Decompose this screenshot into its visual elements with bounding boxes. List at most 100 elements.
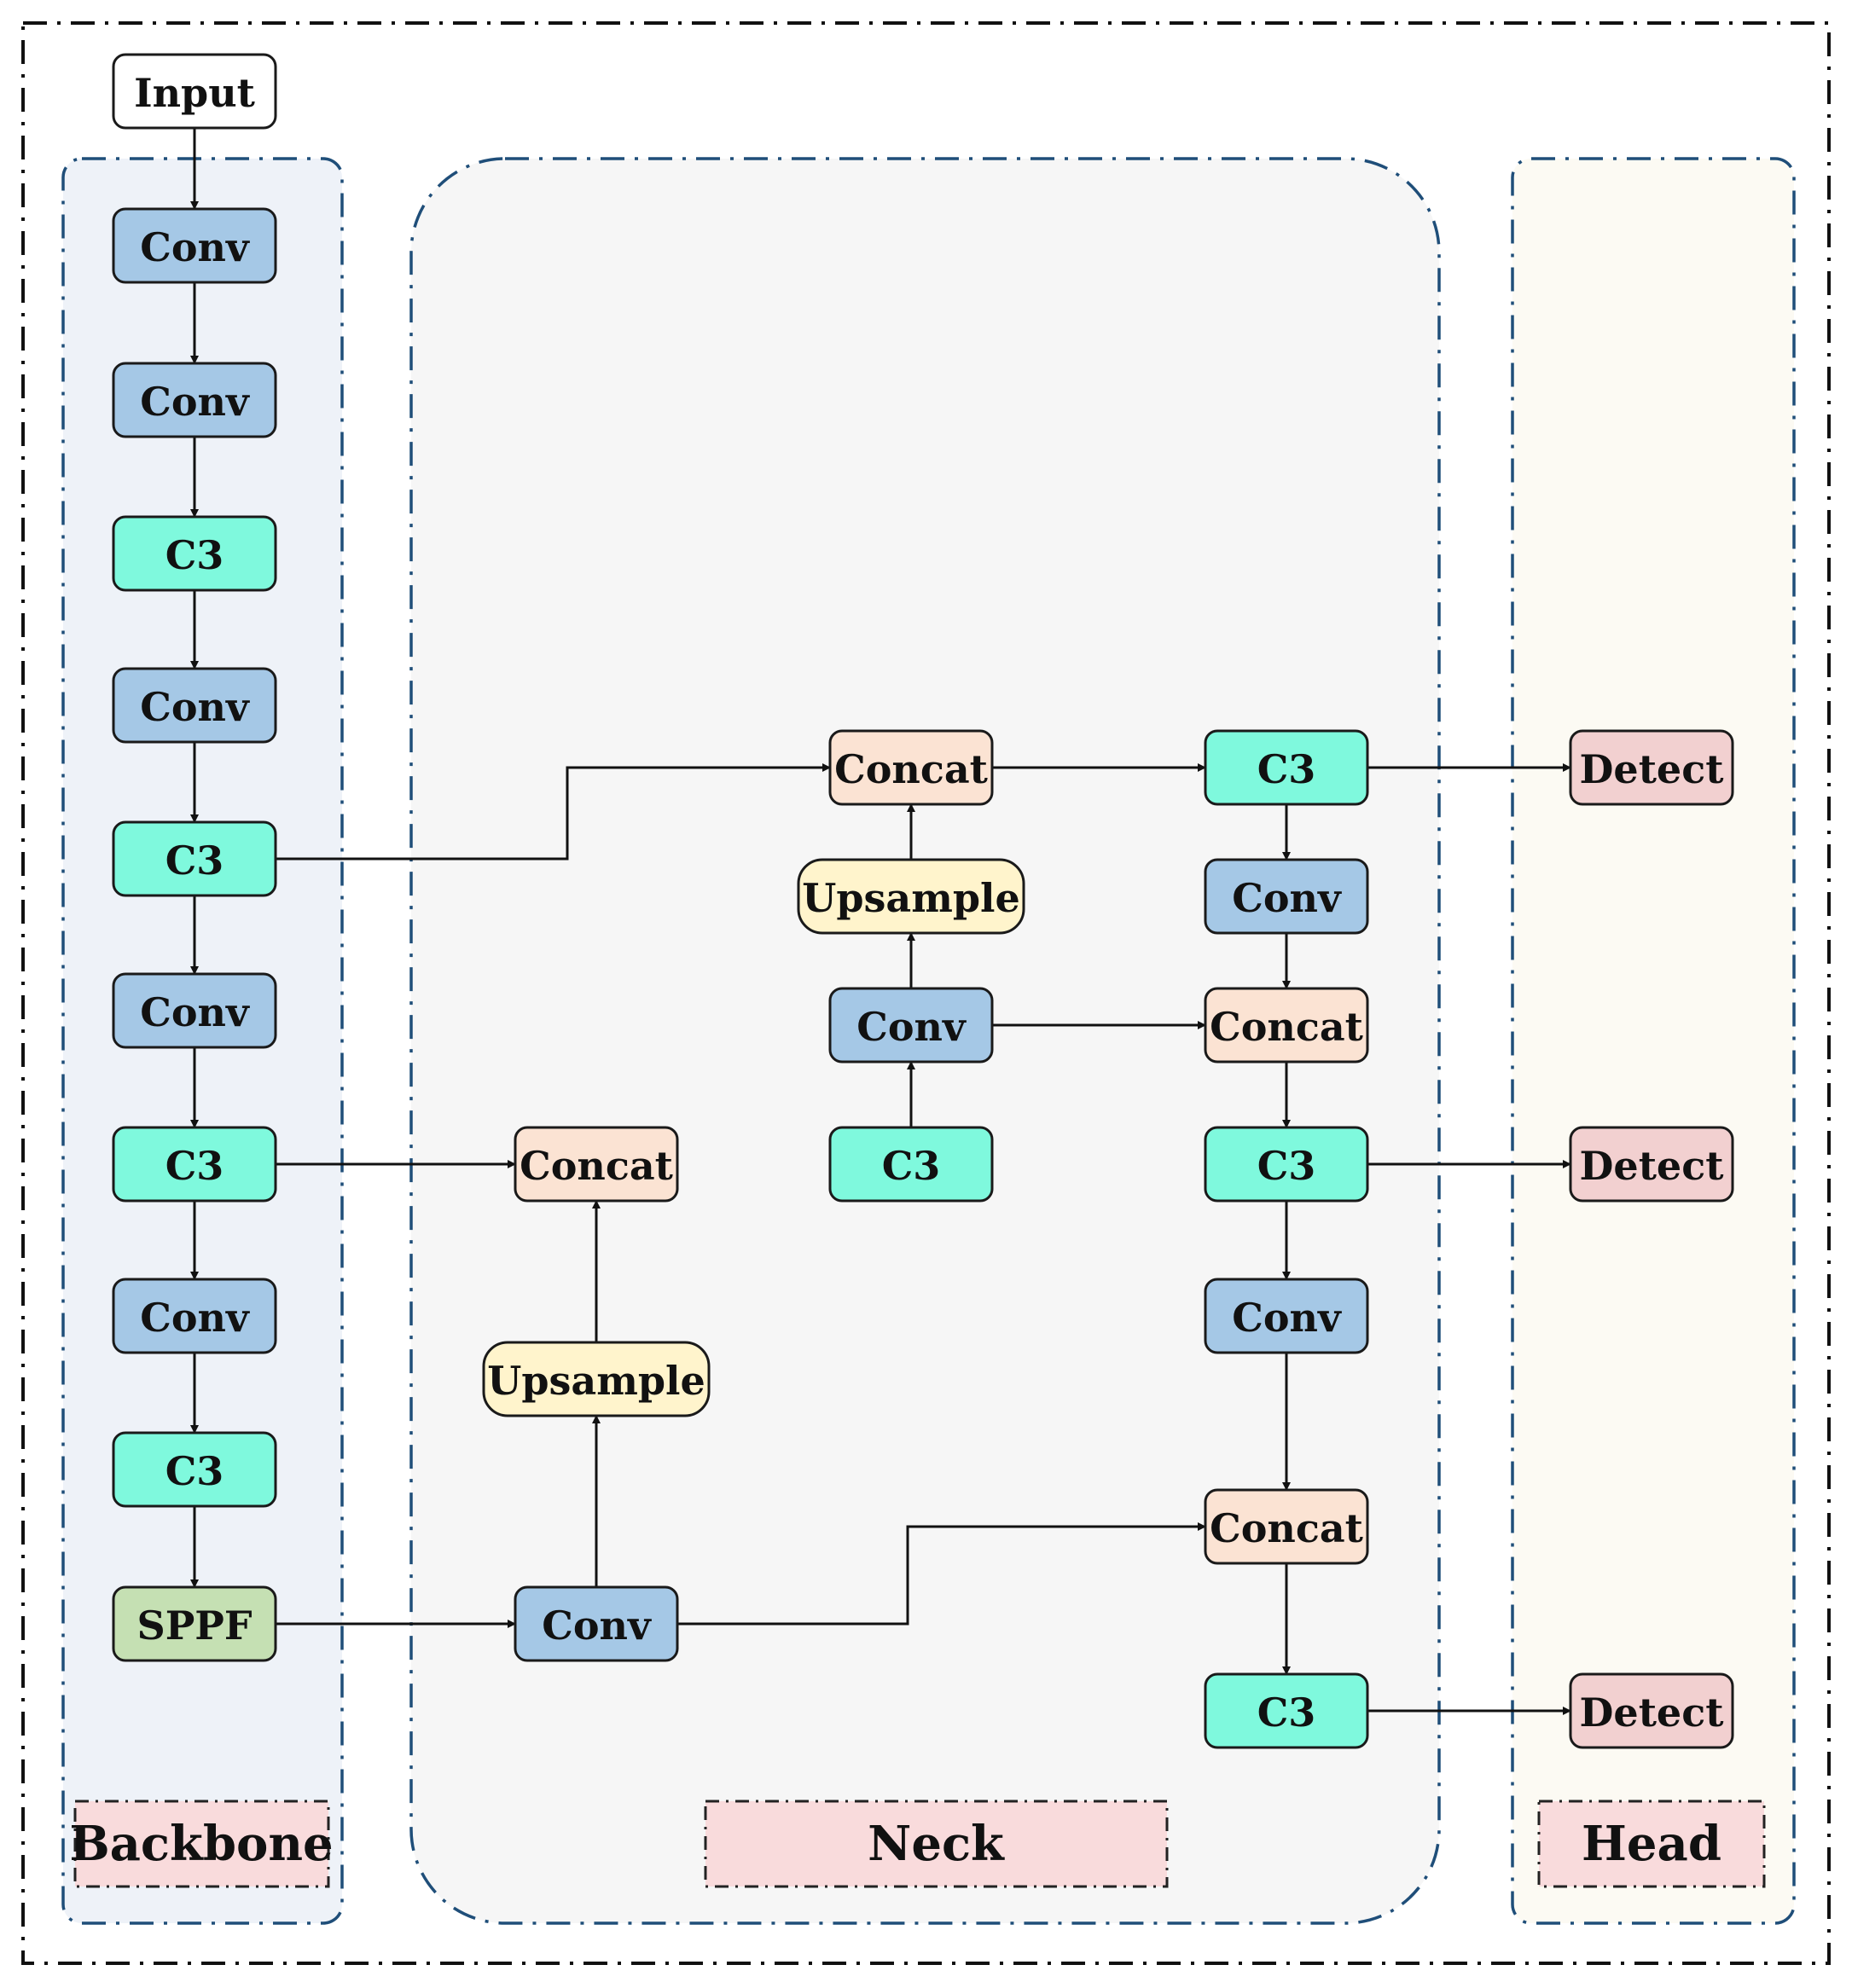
node-label: SPPF xyxy=(136,1603,252,1649)
node-box xyxy=(1204,1672,1369,1749)
edge-n_conv_a-to-n_concat_d xyxy=(677,1522,1206,1626)
node-label: Concat xyxy=(1210,1004,1364,1050)
node-label: Concat xyxy=(834,746,989,792)
node-label: C3 xyxy=(1257,1143,1316,1189)
head-label: Head xyxy=(1537,1800,1766,1888)
edges-layer xyxy=(190,128,1571,1715)
node-box xyxy=(482,1341,711,1417)
node-label: Conv xyxy=(140,379,250,425)
node-label: Detect xyxy=(1580,746,1725,792)
neck-label-text: Neck xyxy=(868,1816,1005,1872)
node-n-c3-out1: C3 xyxy=(1204,729,1369,806)
node-b-conv1: Conv xyxy=(112,207,277,284)
node-label: Conv xyxy=(140,1295,250,1341)
node-box xyxy=(1204,987,1369,1064)
node-label: Conv xyxy=(542,1603,652,1649)
node-label: Conv xyxy=(140,224,250,270)
node-box xyxy=(514,1585,679,1662)
node-h-detect3: Detect xyxy=(1569,1672,1734,1749)
node-box xyxy=(1204,1278,1369,1354)
node-box xyxy=(1204,1488,1369,1565)
node-b-conv2: Conv xyxy=(112,362,277,438)
node-label: C3 xyxy=(165,532,224,578)
node-b-c3-1: C3 xyxy=(112,515,277,592)
node-box xyxy=(112,972,277,1049)
outer-frame xyxy=(21,21,1831,1965)
node-label: Concat xyxy=(1210,1505,1364,1551)
node-n-concat-d: Concat xyxy=(1204,1488,1369,1565)
node-label: C3 xyxy=(882,1143,941,1189)
node-n-upsample-a: Upsample xyxy=(482,1341,711,1417)
node-box xyxy=(1569,729,1734,806)
node-n-conv-a: Conv xyxy=(514,1585,679,1662)
head-section xyxy=(1511,157,1796,1925)
node-box xyxy=(112,53,277,130)
node-label: C3 xyxy=(165,1448,224,1494)
node-n-c3-out3: C3 xyxy=(1204,1672,1369,1749)
node-label: C3 xyxy=(165,838,224,884)
node-box xyxy=(112,207,277,284)
node-box xyxy=(112,515,277,592)
node-box xyxy=(1204,1126,1369,1203)
backbone-label-box xyxy=(73,1800,330,1888)
node-box xyxy=(828,987,994,1064)
node-box xyxy=(112,1585,277,1662)
node-box xyxy=(112,820,277,897)
node-label: Concat xyxy=(520,1143,674,1189)
node-n-concat-c: Concat xyxy=(1204,987,1369,1064)
node-box xyxy=(514,1126,679,1203)
node-b-c3-3: C3 xyxy=(112,1126,277,1203)
node-label: Upsample xyxy=(802,875,1020,921)
node-label: Conv xyxy=(140,684,250,730)
node-label: Conv xyxy=(856,1004,967,1050)
node-input: Input xyxy=(112,53,277,130)
neck-label: Neck xyxy=(704,1800,1169,1888)
node-h-detect2: Detect xyxy=(1569,1126,1734,1203)
node-n-concat-b: Concat xyxy=(828,729,994,806)
node-label: Conv xyxy=(1232,1295,1342,1341)
node-box xyxy=(112,1278,277,1354)
head-label-box xyxy=(1537,1800,1766,1888)
node-label: C3 xyxy=(1257,1690,1316,1736)
node-box xyxy=(112,362,277,438)
node-box xyxy=(1569,1672,1734,1749)
node-b-c3-2: C3 xyxy=(112,820,277,897)
node-n-c3-a: C3 xyxy=(828,1126,994,1203)
node-label: Conv xyxy=(140,989,250,1035)
node-box xyxy=(1569,1126,1734,1203)
node-n-concat-a: Concat xyxy=(514,1126,679,1203)
backbone-label-text: Backbone xyxy=(69,1816,333,1872)
node-box xyxy=(828,1126,994,1203)
node-label: Conv xyxy=(1232,875,1342,921)
node-label: C3 xyxy=(1257,746,1316,792)
node-box xyxy=(112,667,277,744)
node-label: Detect xyxy=(1580,1143,1725,1189)
node-b-conv5: Conv xyxy=(112,1278,277,1354)
node-label: C3 xyxy=(165,1143,224,1189)
node-label: Upsample xyxy=(487,1358,705,1404)
node-h-detect1: Detect xyxy=(1569,729,1734,806)
head-label-text: Head xyxy=(1582,1816,1721,1872)
node-label: Input xyxy=(134,70,256,116)
node-n-conv-c: Conv xyxy=(1204,858,1369,935)
node-box xyxy=(112,1126,277,1203)
node-n-conv-d: Conv xyxy=(1204,1278,1369,1354)
node-box xyxy=(112,1431,277,1508)
node-box xyxy=(1204,729,1369,806)
node-box xyxy=(797,858,1025,935)
edge-b_c3_2-to-n_concat_b xyxy=(276,763,831,861)
node-label: Detect xyxy=(1580,1690,1725,1736)
node-b-conv4: Conv xyxy=(112,972,277,1049)
neck-label-box xyxy=(704,1800,1169,1888)
backbone-label: Backbone xyxy=(69,1800,334,1888)
node-n-c3-out2: C3 xyxy=(1204,1126,1369,1203)
node-n-upsample-b: Upsample xyxy=(797,858,1025,935)
node-b-conv3: Conv xyxy=(112,667,277,744)
node-b-c3-4: C3 xyxy=(112,1431,277,1508)
node-b-sppf: SPPF xyxy=(112,1585,277,1662)
node-box xyxy=(1204,858,1369,935)
node-box xyxy=(828,729,994,806)
node-n-conv-b: Conv xyxy=(828,987,994,1064)
